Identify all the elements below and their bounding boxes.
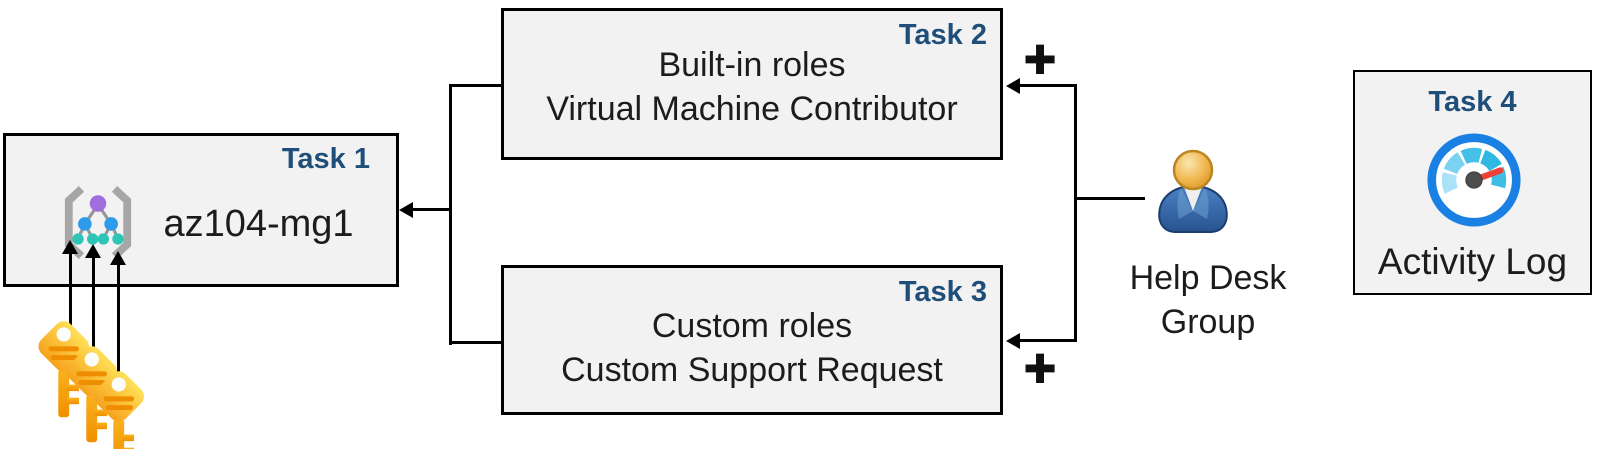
- user-person-icon: [1158, 149, 1228, 233]
- plus-bottom-icon: +: [1023, 337, 1057, 399]
- activity-log-caption: Activity Log: [1377, 241, 1568, 282]
- task1-box: Task 1 az104-mg1: [3, 133, 399, 287]
- task2-label: Task 2: [898, 19, 987, 51]
- task1-label: Task 1: [281, 143, 370, 175]
- task3-line1: Custom roles: [651, 307, 853, 345]
- help-desk-label-line1: Help Desk: [1129, 259, 1287, 297]
- task2-box: Task 2 Built-in roles Virtual Machine Co…: [501, 8, 1003, 160]
- person-stub-line: [1074, 197, 1145, 200]
- task1-arrow-shaft: [413, 208, 450, 211]
- task2-arrow-shaft: [1019, 84, 1077, 87]
- task3-label: Task 3: [898, 276, 987, 308]
- plus-top-icon: +: [1023, 28, 1057, 90]
- right-bracket-vertical-line: [1074, 84, 1077, 342]
- task2-line2: Virtual Machine Contributor: [546, 90, 958, 128]
- key1-arrow-line: [69, 252, 72, 328]
- task3-box: Task 3 Custom roles Custom Support Reque…: [501, 265, 1003, 415]
- task3-arrow-shaft: [1019, 339, 1077, 342]
- key-icon: [89, 367, 149, 449]
- task3-line2: Custom Support Request: [561, 351, 943, 389]
- task2-arrowhead-icon: [1006, 78, 1020, 94]
- task3-arrowhead-icon: [1006, 333, 1020, 349]
- key2-arrowhead-icon: [85, 244, 101, 258]
- task2-line1: Built-in roles: [658, 46, 846, 84]
- left-bracket-vertical-line: [449, 84, 452, 345]
- left-bracket-top-stub: [449, 84, 502, 87]
- task1-name: az104-mg1: [163, 203, 354, 245]
- task4-label: Task 4: [1428, 86, 1517, 118]
- task4-box: Task 4 Activity Log: [1353, 70, 1592, 295]
- key3-arrow-line: [117, 263, 120, 379]
- left-bracket-bottom-stub: [449, 341, 502, 344]
- key3-arrowhead-icon: [110, 251, 126, 265]
- activity-log-gauge-icon: [1427, 133, 1521, 227]
- key2-arrow-line: [92, 256, 95, 353]
- help-desk-label-line2: Group: [1160, 303, 1256, 341]
- key1-arrowhead-icon: [62, 240, 78, 254]
- task1-arrowhead-icon: [399, 202, 413, 218]
